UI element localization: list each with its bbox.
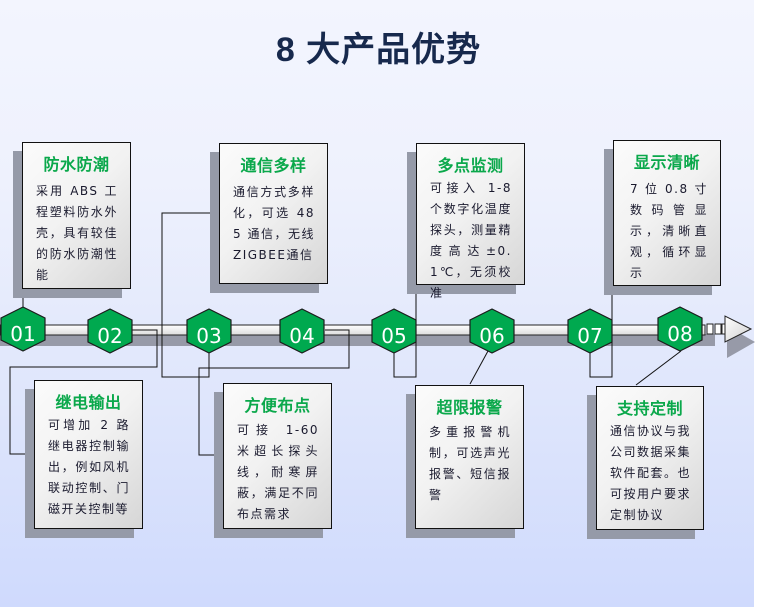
- feature-title: 继电输出: [55, 393, 122, 412]
- timeline-bar: [0, 324, 706, 336]
- step-marker-05: 05: [371, 308, 417, 354]
- step-marker-06: 06: [469, 308, 515, 354]
- connector-06: [469, 350, 489, 385]
- feature-title: 多点监测: [437, 156, 504, 175]
- feature-title: 超限报警: [436, 398, 503, 417]
- connector-03: [161, 212, 220, 378]
- feature-text: 采用 ABS 工程塑料防水外壳，具有较佳的防水防潮性能: [36, 184, 118, 282]
- feature-text: 多重报警机制，可选声光报警、短信报警: [429, 425, 511, 502]
- feature-card-02: 继电输出 可增加 2 路继电器控制输出，例如风机联动控制、门磁开关控制等: [34, 380, 143, 529]
- feature-title: 方便布点: [244, 396, 311, 415]
- feature-text: 通信协议与我公司数据采集软件配套。也可按用户要求定制协议: [610, 424, 692, 522]
- arrow-right-icon: [724, 315, 753, 343]
- feature-text: 可增加 2 路继电器控制输出，例如风机联动控制、门磁开关控制等: [48, 418, 130, 516]
- step-marker-03: 03: [186, 308, 232, 354]
- step-number: 07: [577, 324, 603, 348]
- step-number: 03: [196, 324, 222, 348]
- feature-title: 防水防潮: [43, 155, 110, 174]
- step-number: 06: [479, 324, 505, 348]
- feature-title: 通信多样: [240, 156, 307, 175]
- feature-text: 可接 1-60 米超长探头线，耐寒屏蔽，满足不同布点需求: [237, 423, 319, 521]
- feature-card-08: 支持定制 通信协议与我公司数据采集软件配套。也可按用户要求定制协议: [596, 386, 704, 530]
- step-marker-01: 01: [0, 306, 46, 352]
- page-title: 8 大产品优势: [275, 31, 482, 69]
- bar-dot: [706, 323, 714, 335]
- step-number: 01: [10, 322, 36, 346]
- feature-text: 可接入 1-8 个数字化温度探头，测量精度高达±0.1℃，无须校准: [430, 181, 512, 300]
- feature-card-05: 多点监测 可接入 1-8 个数字化温度探头，测量精度高达±0.1℃，无须校准: [416, 143, 525, 300]
- timeline-bar-shadow: [0, 334, 715, 346]
- feature-text: 7 位 0.8 寸数码管显示，清晰直观，循环显示: [630, 182, 708, 280]
- connector-07: [589, 212, 613, 378]
- connector-08: [635, 350, 682, 386]
- step-number: 02: [97, 324, 123, 348]
- step-marker-08: 08: [657, 306, 703, 352]
- page-edge: [754, 0, 757, 607]
- step-marker-04: 04: [279, 308, 325, 354]
- bar-dot: [714, 323, 722, 335]
- feature-card-01: 防水防潮 采用 ABS 工程塑料防水外壳，具有较佳的防水防潮性能: [22, 142, 131, 289]
- step-number: 04: [289, 324, 315, 348]
- feature-title: 显示清晰: [633, 153, 700, 172]
- connector-04: [198, 329, 350, 456]
- feature-card-04: 方便布点 可接 1-60 米超长探头线，耐寒屏蔽，满足不同布点需求: [223, 383, 332, 529]
- feature-title: 支持定制: [616, 399, 683, 418]
- feature-card-06: 超限报警 多重报警机制，可选声光报警、短信报警: [415, 385, 524, 529]
- feature-card-03: 通信多样 通信方式多样化，可选 485 通信，无线 ZIGBEE通信: [219, 143, 328, 284]
- step-number: 05: [381, 324, 407, 348]
- connector-02: [9, 329, 158, 455]
- feature-card-07: 显示清晰 7 位 0.8 寸数码管显示，清晰直观，循环显示: [613, 140, 721, 286]
- step-marker-07: 07: [567, 308, 613, 354]
- feature-text: 通信方式多样化，可选 485 通信，无线 ZIGBEE通信: [233, 185, 315, 262]
- step-marker-02: 02: [87, 308, 133, 354]
- step-number: 08: [667, 322, 693, 346]
